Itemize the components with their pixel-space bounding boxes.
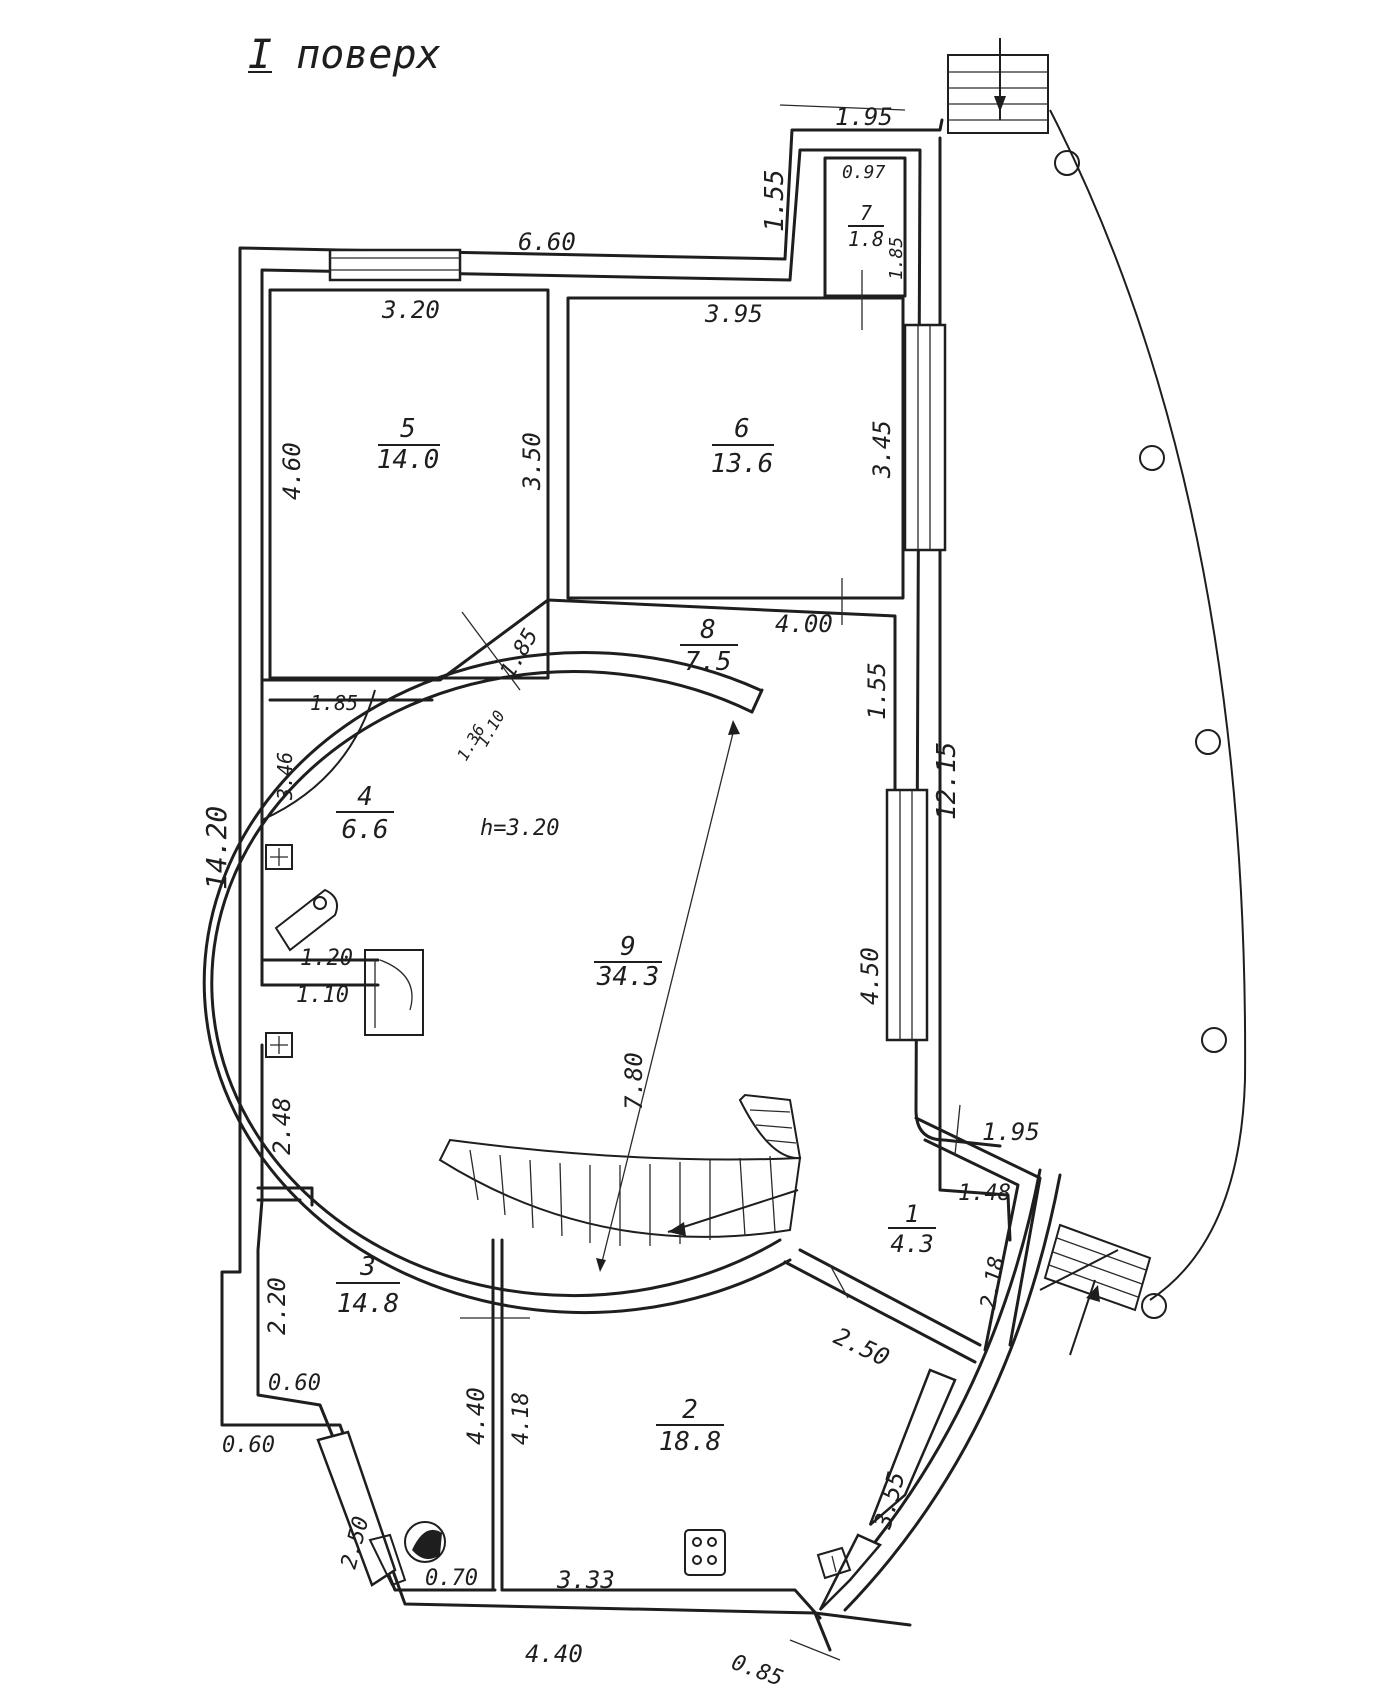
svg-text:4.00: 4.00 [775, 610, 833, 638]
svg-text:0.85: 0.85 [728, 1650, 786, 1692]
room-6-label: 6 13.6 [711, 414, 774, 479]
svg-text:1.95: 1.95 [835, 103, 893, 131]
ceiling-height-label: h=3.20 [480, 816, 559, 841]
svg-text:3: 3 [359, 1252, 376, 1282]
svg-text:4.3: 4.3 [890, 1230, 933, 1258]
svg-text:18.8: 18.8 [659, 1427, 722, 1457]
svg-text:0.60: 0.60 [268, 1371, 321, 1396]
svg-text:14.20: 14.20 [200, 806, 233, 890]
svg-text:2.48: 2.48 [268, 1097, 296, 1155]
svg-text:1.55: 1.55 [760, 169, 790, 232]
svg-text:2.20: 2.20 [263, 1277, 291, 1335]
svg-text:4: 4 [357, 782, 373, 812]
windows [316, 248, 957, 1611]
svg-text:8: 8 [700, 615, 716, 645]
svg-text:7.80: 7.80 [620, 1052, 648, 1110]
top-stair [947, 38, 1049, 134]
dimension-ticks [460, 104, 961, 1661]
svg-text:3.33: 3.33 [556, 1566, 615, 1594]
svg-text:3.95: 3.95 [704, 300, 763, 328]
svg-text:2: 2 [682, 1395, 698, 1425]
svg-text:6.6: 6.6 [342, 815, 389, 845]
svg-text:1.48: 1.48 [958, 1181, 1011, 1206]
floor-title: I поверх [248, 32, 441, 78]
svg-text:3.50: 3.50 [518, 432, 546, 491]
svg-text:14.8: 14.8 [337, 1289, 400, 1319]
room-1-label: 1 4.3 [888, 1200, 936, 1258]
svg-text:1: 1 [905, 1200, 919, 1228]
svg-text:4.60: 4.60 [278, 442, 306, 500]
svg-text:7.5: 7.5 [685, 647, 732, 677]
side-stair [1039, 1223, 1152, 1356]
svg-text:1.8: 1.8 [848, 227, 884, 251]
svg-text:5: 5 [400, 414, 416, 444]
svg-text:3.46: 3.46 [273, 752, 297, 801]
svg-text:4.18: 4.18 [509, 1392, 534, 1445]
svg-text:4.50: 4.50 [856, 947, 884, 1005]
svg-text:1.55: 1.55 [863, 662, 891, 720]
svg-text:34.3: 34.3 [596, 962, 660, 992]
room-2-label: 2 18.8 [656, 1395, 724, 1457]
terrace-curve [1049, 109, 1247, 1301]
svg-text:13.6: 13.6 [711, 449, 774, 479]
svg-text:1.20: 1.20 [300, 946, 353, 971]
room-3-label: 3 14.8 [336, 1252, 400, 1319]
svg-text:2.50: 2.50 [829, 1322, 893, 1372]
svg-text:1.10: 1.10 [296, 983, 349, 1008]
svg-text:14.0: 14.0 [377, 445, 440, 475]
room-5-label: 5 14.0 [377, 414, 440, 475]
svg-text:3.45: 3.45 [868, 420, 896, 479]
svg-text:1.85: 1.85 [310, 691, 358, 715]
svg-text:7: 7 [860, 201, 872, 225]
dimension-labels: 1.95 1.55 0.97 1.85 6.60 3.20 3.95 3.45 … [200, 103, 1040, 1692]
room-labels: 5 14.0 6 13.6 7 1.8 8 7.5 4 6.6 9 34.3 [336, 201, 936, 1457]
svg-text:1.85: 1.85 [886, 237, 907, 280]
svg-text:3.20: 3.20 [381, 296, 440, 324]
room-4-label: 4 6.6 [336, 782, 394, 845]
room-7-label: 7 1.8 [848, 201, 884, 251]
svg-text:0.60: 0.60 [222, 1433, 275, 1458]
room-9-label: 9 34.3 [594, 932, 662, 992]
fixtures [265, 844, 852, 1587]
svg-text:1.95: 1.95 [982, 1118, 1040, 1146]
svg-text:9: 9 [620, 932, 636, 962]
svg-text:4.40: 4.40 [462, 1387, 490, 1445]
svg-text:0.70: 0.70 [425, 1566, 478, 1591]
svg-text:6: 6 [734, 414, 750, 444]
svg-text:12.15: 12.15 [932, 742, 962, 820]
svg-text:0.97: 0.97 [842, 162, 886, 183]
round-hall [202, 651, 802, 1314]
terrace-posts [1054, 150, 1227, 1319]
svg-text:4.40: 4.40 [525, 1640, 583, 1668]
svg-text:6.60: 6.60 [518, 228, 576, 256]
room-8-label: 8 7.5 [680, 615, 738, 677]
